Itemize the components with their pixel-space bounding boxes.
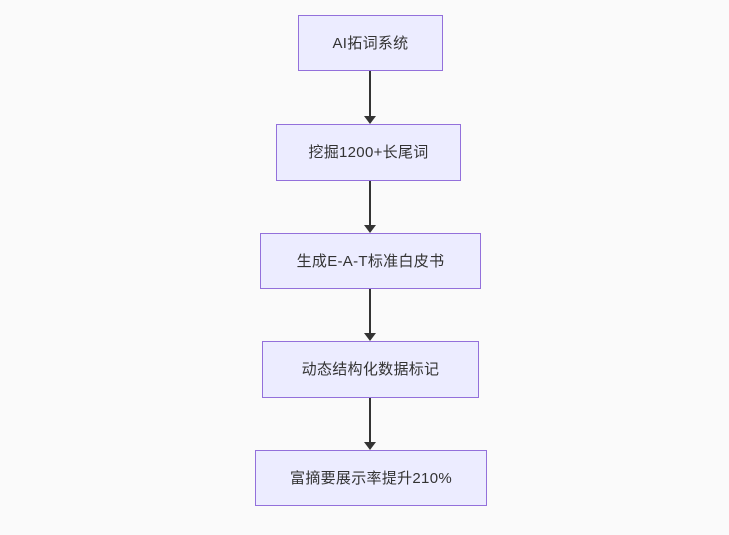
node-label: 富摘要展示率提升210% xyxy=(290,469,452,487)
node-label: AI拓词系统 xyxy=(332,34,409,52)
arrow-head-icon xyxy=(364,116,376,124)
flow-node-rich-snippet-rate-increase: 富摘要展示率提升210% xyxy=(255,450,487,506)
flow-node-ai-word-expansion-system: AI拓词系统 xyxy=(298,15,443,71)
node-label: 生成E-A-T标准白皮书 xyxy=(296,252,445,270)
flow-node-longtail-keyword-mining: 挖掘1200+长尾词 xyxy=(276,124,461,181)
flow-edge-2 xyxy=(364,181,376,233)
flow-node-eat-whitepaper-generation: 生成E-A-T标准白皮书 xyxy=(260,233,481,289)
flow-edge-1 xyxy=(364,71,376,124)
arrow-line xyxy=(369,181,371,225)
arrow-head-icon xyxy=(364,333,376,341)
flow-node-dynamic-structured-data-markup: 动态结构化数据标记 xyxy=(262,341,479,398)
node-label: 挖掘1200+长尾词 xyxy=(308,144,429,161)
node-label: 动态结构化数据标记 xyxy=(301,361,440,378)
arrow-line xyxy=(369,71,371,116)
flow-edge-4 xyxy=(364,398,376,450)
arrow-line xyxy=(369,398,371,442)
arrow-line xyxy=(369,289,371,333)
arrow-head-icon xyxy=(364,225,376,233)
arrow-head-icon xyxy=(364,442,376,450)
flow-edge-3 xyxy=(364,289,376,341)
